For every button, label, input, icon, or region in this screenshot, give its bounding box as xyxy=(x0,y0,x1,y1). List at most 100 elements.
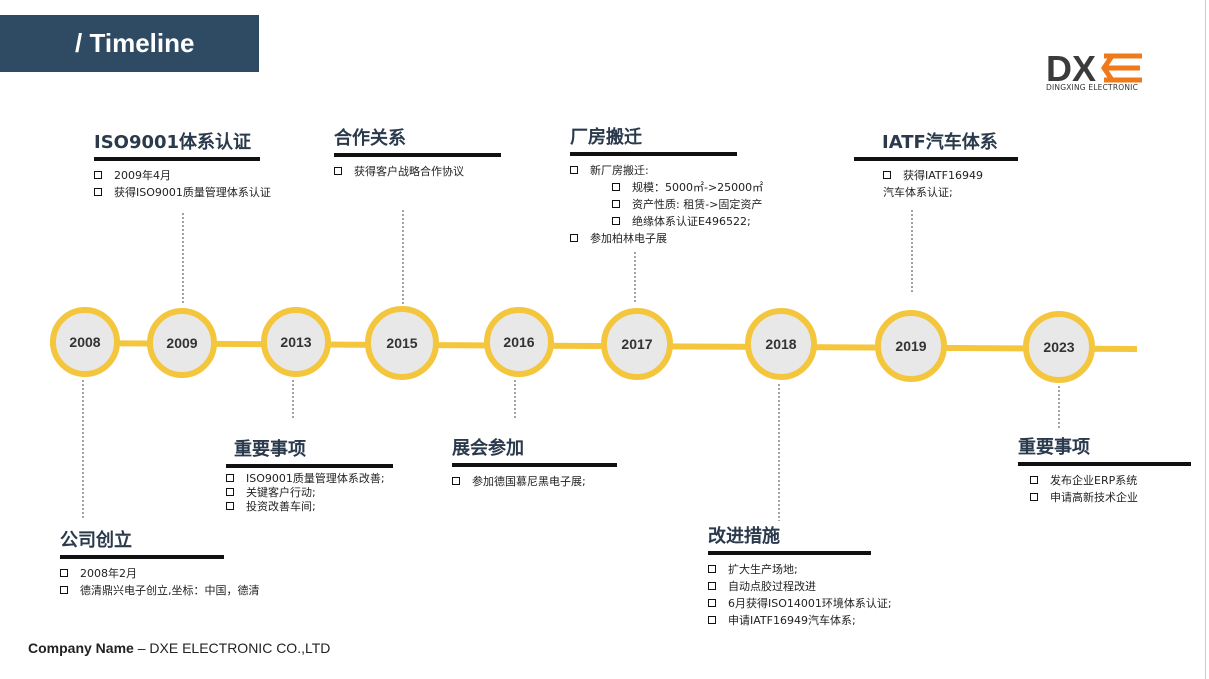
section-2008: 公司创立 2008年2月 德清鼎兴电子创立,坐标：中国，德清 xyxy=(60,530,260,599)
list-item: 德清鼎兴电子创立,坐标：中国，德清 xyxy=(60,582,260,599)
section-2023: 重要事项 发布企业ERP系统 申请高新技术企业 xyxy=(1018,437,1191,506)
list-item: 申请高新技术企业 xyxy=(1030,489,1191,506)
page-title: / Timeline xyxy=(0,15,259,72)
section-rule xyxy=(570,152,737,156)
year-circle-2018 xyxy=(745,308,817,380)
year-circle-2016 xyxy=(484,307,554,377)
checkbox-bullet-icon xyxy=(708,616,716,624)
checkbox-bullet-icon xyxy=(1030,493,1038,501)
section-rule xyxy=(334,153,501,157)
dxe-logo-mark: DX xyxy=(1046,48,1142,89)
list-item: 获得客户战略合作协议 xyxy=(334,163,501,180)
checkbox-bullet-icon xyxy=(226,502,234,510)
list-item: 申请IATF16949汽车体系; xyxy=(708,612,871,629)
section-title: 合作关系 xyxy=(334,128,406,149)
section-rule xyxy=(452,463,617,467)
checkbox-bullet-icon xyxy=(60,569,68,577)
timeline-bar xyxy=(49,340,1138,352)
list-item: ISO9001质量管理体系改善; xyxy=(226,472,393,486)
logo-letters: DX xyxy=(1046,50,1096,84)
section-title: 改进措施 xyxy=(708,526,780,547)
logo-e-mark xyxy=(1100,53,1142,83)
list-item: 扩大生产场地; xyxy=(708,561,871,578)
section-rule xyxy=(226,464,393,468)
list-subitem: 资产性质: 租赁->固定资产 xyxy=(570,196,762,213)
section-2013: 重要事项 ISO9001质量管理体系改善; 关键客户行动; 投资改善车间; xyxy=(226,439,393,514)
section-title: 重要事项 xyxy=(234,439,306,460)
list-item: 参加柏林电子展 xyxy=(570,230,737,247)
list-item: 参加德国慕尼黑电子展; xyxy=(452,473,617,490)
checkbox-bullet-icon xyxy=(1030,476,1038,484)
list-item: 6月获得ISO14001环境体系认证; xyxy=(708,595,892,612)
year-circle-2017 xyxy=(601,308,673,380)
checkbox-bullet-icon xyxy=(708,565,716,573)
year-label-2017: 2017 xyxy=(621,336,652,352)
year-label-2019: 2019 xyxy=(895,338,926,354)
checkbox-bullet-icon xyxy=(612,183,620,191)
list-item: 关键客户行动; xyxy=(226,486,393,500)
section-rule xyxy=(708,551,871,555)
section-title: 厂房搬迁 xyxy=(570,127,642,148)
list-item: 2009年4月 xyxy=(94,167,260,184)
section-title: IATF汽车体系 xyxy=(882,132,998,153)
footer-separator: – xyxy=(133,640,150,656)
year-circle-2023 xyxy=(1023,311,1095,383)
section-title: ISO9001体系认证 xyxy=(94,132,252,153)
checkbox-bullet-icon xyxy=(452,477,460,485)
checkbox-bullet-icon xyxy=(612,217,620,225)
section-2019: IATF汽车体系 获得IATF16949 汽车体系认证; xyxy=(854,132,1018,201)
checkbox-bullet-icon xyxy=(60,586,68,594)
checkbox-bullet-icon xyxy=(570,234,578,242)
list-item: 投资改善车间; xyxy=(226,500,393,514)
checkbox-bullet-icon xyxy=(94,188,102,196)
year-label-2023: 2023 xyxy=(1043,339,1074,355)
list-item: 2008年2月 xyxy=(60,565,224,582)
checkbox-bullet-icon xyxy=(226,474,234,482)
checkbox-bullet-icon xyxy=(883,171,891,179)
year-circle-2009 xyxy=(147,308,217,378)
section-rule xyxy=(60,555,224,559)
section-rule xyxy=(854,157,1018,161)
list-item: 新厂房搬迁: xyxy=(570,162,737,179)
section-title: 重要事项 xyxy=(1018,437,1090,458)
logo-subtitle: DINGXING ELECTRONIC xyxy=(1046,83,1139,92)
year-circle-2015 xyxy=(365,306,439,380)
year-circle-2013 xyxy=(261,307,331,377)
footer-company: Company Name – DXE ELECTRONIC CO.,LTD xyxy=(28,640,330,656)
list-item: 获得IATF16949 xyxy=(883,167,1018,184)
year-circle-2008 xyxy=(50,307,120,377)
company-logo: DX DINGXING ELECTRONIC xyxy=(1046,48,1146,94)
footer-label: Company Name xyxy=(28,640,134,656)
checkbox-bullet-icon xyxy=(94,171,102,179)
section-rule xyxy=(94,157,260,161)
checkbox-bullet-icon xyxy=(226,488,234,496)
year-label-2016: 2016 xyxy=(503,334,534,350)
checkbox-bullet-icon xyxy=(708,582,716,590)
section-title: 公司创立 xyxy=(60,530,132,551)
year-label-2008: 2008 xyxy=(69,334,100,350)
year-label-2009: 2009 xyxy=(166,335,197,351)
list-subitem: 规模：5000㎡->25000㎡ xyxy=(570,179,763,196)
section-2016: 展会参加 参加德国慕尼黑电子展; xyxy=(452,438,617,490)
page-edge-line xyxy=(1205,0,1206,679)
year-circle-2019 xyxy=(875,310,947,382)
list-subitem: 绝缘体系认证E496522; xyxy=(570,213,751,230)
section-2009: ISO9001体系认证 2009年4月 获得ISO9001质量管理体系认证 xyxy=(94,132,271,201)
section-rule xyxy=(1018,462,1191,466)
checkbox-bullet-icon xyxy=(708,599,716,607)
section-title: 展会参加 xyxy=(452,438,524,459)
list-item-continuation: 汽车体系认证; xyxy=(883,186,953,199)
list-item: 自动点胶过程改进 xyxy=(708,578,871,595)
checkbox-bullet-icon xyxy=(334,167,342,175)
list-item: 获得ISO9001质量管理体系认证 xyxy=(94,184,271,201)
section-2017: 厂房搬迁 新厂房搬迁: 规模：5000㎡->25000㎡ 资产性质: 租赁->固… xyxy=(570,127,763,247)
checkbox-bullet-icon xyxy=(570,166,578,174)
year-label-2018: 2018 xyxy=(765,336,796,352)
section-2015: 合作关系 获得客户战略合作协议 xyxy=(334,128,501,180)
year-label-2015: 2015 xyxy=(386,335,417,351)
checkbox-bullet-icon xyxy=(612,200,620,208)
footer-company-name: DXE ELECTRONIC CO.,LTD xyxy=(149,640,331,656)
year-label-2013: 2013 xyxy=(280,334,311,350)
section-2018: 改进措施 扩大生产场地; 自动点胶过程改进 6月获得ISO14001环境体系认证… xyxy=(708,526,892,629)
